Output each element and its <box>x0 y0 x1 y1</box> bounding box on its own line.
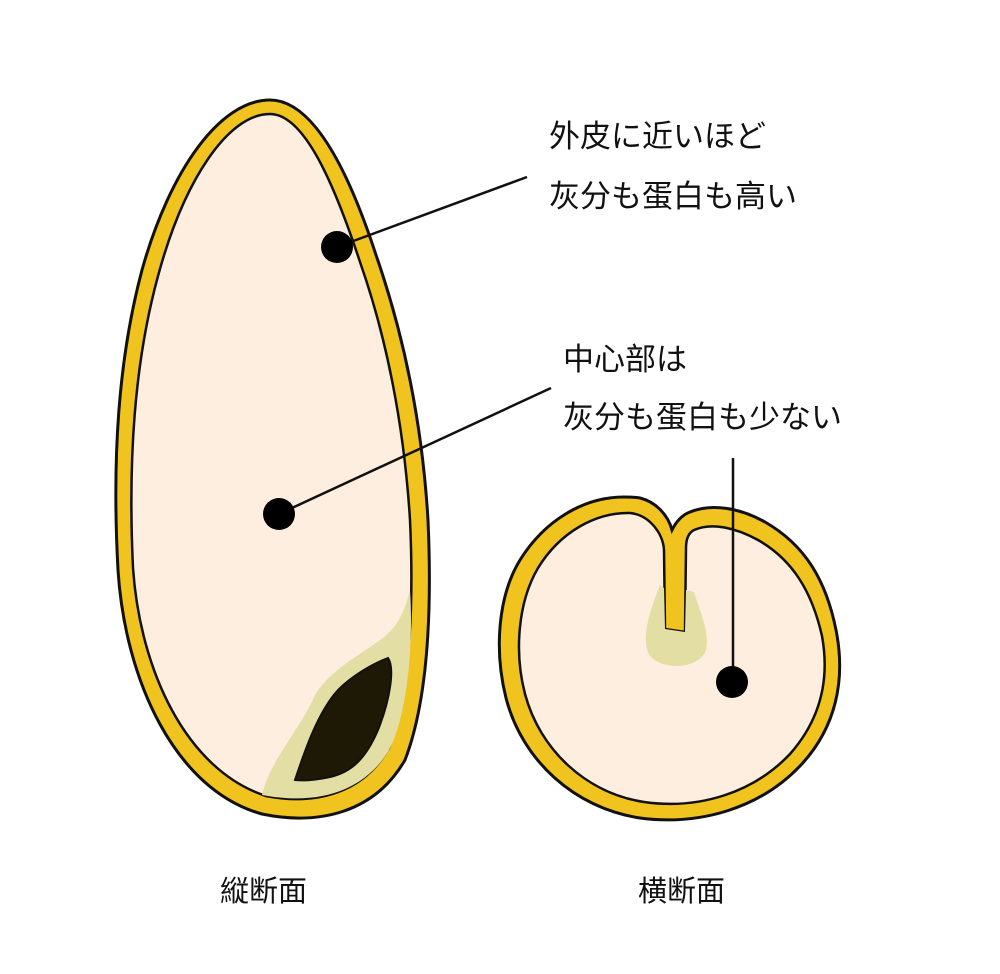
germ-dark <box>293 656 393 782</box>
callout-center-line2: 灰分も蛋白も少ない <box>563 400 842 436</box>
marker-dot-center-longitudinal <box>263 498 295 530</box>
longitudinal-section <box>114 98 552 820</box>
marker-dot-outer <box>321 231 353 263</box>
callout-outer-line1: 外皮に近いほど <box>549 119 766 155</box>
cross-pale-zone <box>645 585 707 667</box>
longitudinal-endosperm <box>130 112 413 801</box>
caption-longitudinal: 縦断面 <box>220 874 308 908</box>
marker-dot-center-cross <box>716 666 748 698</box>
callout-outer-line2: 灰分も蛋白も高い <box>549 179 797 215</box>
leader-line-center <box>278 386 552 516</box>
cross-section <box>497 458 842 822</box>
caption-cross: 横断面 <box>638 874 726 908</box>
callout-center-line1: 中心部は <box>563 342 687 378</box>
leader-line-outer <box>336 175 528 249</box>
